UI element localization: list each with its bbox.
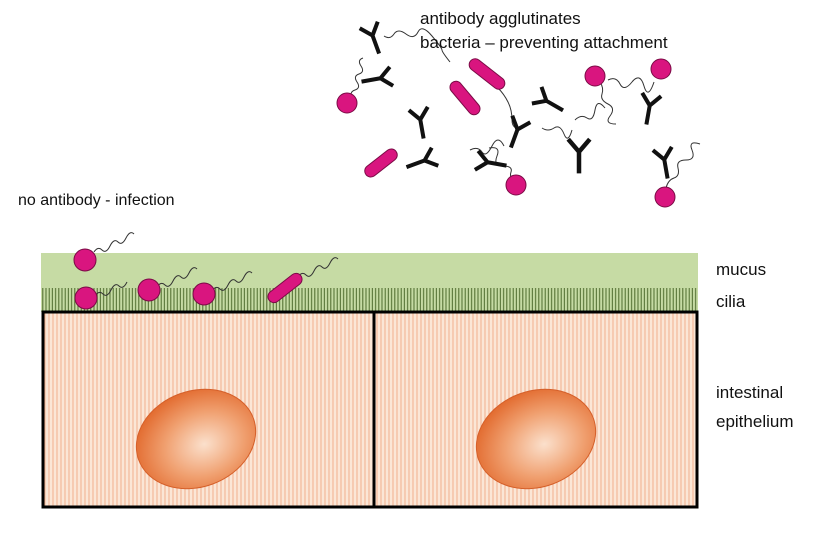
flagellum <box>541 126 573 139</box>
nucleus-right <box>475 388 597 490</box>
flagellum <box>156 267 198 288</box>
tissue-label-line2: epithelium <box>716 412 794 431</box>
epithelium-group <box>41 253 699 509</box>
antibody <box>653 147 677 180</box>
flagellum <box>599 81 617 125</box>
flagellum <box>607 77 655 93</box>
flagellum <box>574 103 606 121</box>
antibody <box>568 139 590 173</box>
rod-bacterium <box>364 148 398 178</box>
tissue-label-line1: intestinal <box>716 383 783 402</box>
antibody <box>532 87 568 119</box>
flagellum <box>497 87 523 129</box>
cilia-label: cilia <box>716 292 746 311</box>
flagellum <box>211 271 253 292</box>
flagellum <box>93 232 135 253</box>
nucleus-left <box>135 388 257 490</box>
bacterium <box>505 174 527 196</box>
bacterium <box>137 278 161 302</box>
agglutination-label-line2: bacteria – preventing attachment <box>420 33 668 52</box>
antibody <box>475 151 508 175</box>
antibody <box>409 107 433 140</box>
flagellum <box>469 139 505 155</box>
bacterium <box>584 65 606 87</box>
flagellum <box>94 281 128 297</box>
no-antibody-label: no antibody - infection <box>18 192 175 209</box>
antibody <box>403 148 438 176</box>
infecting-bacteria-group <box>73 232 339 310</box>
mucus-label: mucus <box>716 260 766 279</box>
agglutination-cluster <box>336 22 701 208</box>
antibody <box>360 22 388 57</box>
antibody <box>637 93 661 126</box>
bacterium <box>336 92 358 114</box>
antibody <box>502 116 530 151</box>
flagellum <box>383 28 451 63</box>
rod-bacterium <box>468 58 506 90</box>
antibody <box>360 67 393 91</box>
flagellum <box>350 57 364 99</box>
bacterium <box>654 186 676 208</box>
bacterium <box>650 58 672 80</box>
bacterium <box>73 248 97 272</box>
bacterium <box>192 282 216 306</box>
rod-bacterium <box>449 80 481 116</box>
flagellum <box>665 142 701 189</box>
rod-bacterium <box>267 272 303 304</box>
bacterium <box>74 286 98 310</box>
agglutination-label-line1: antibody agglutinates <box>420 9 581 28</box>
flagellum <box>297 257 339 278</box>
